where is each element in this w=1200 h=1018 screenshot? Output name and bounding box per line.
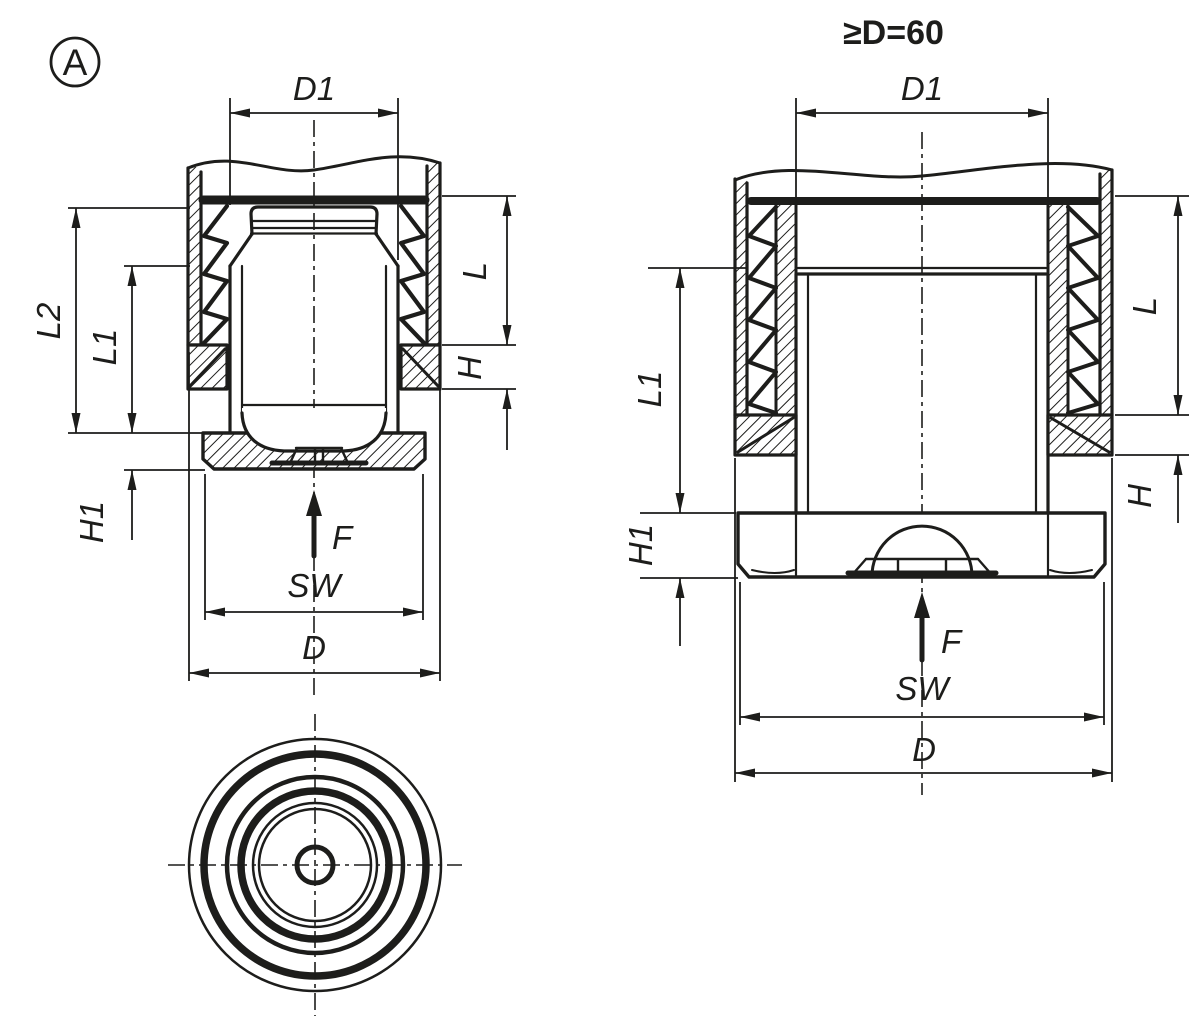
thread-section-marks	[289, 446, 349, 463]
dim-label-d1-right: D1	[901, 70, 943, 107]
fins-right	[398, 203, 427, 346]
dim-label-h1-right: H1	[622, 524, 659, 566]
dim-label-l-left: L	[456, 262, 493, 280]
bottom-view-centerlines	[168, 714, 462, 1016]
view-marker-circle	[49, 36, 101, 88]
dim-label-l-right: L	[1126, 297, 1163, 315]
collar-right	[399, 343, 442, 391]
dim-label-d1-left: D1	[293, 70, 335, 107]
tube-wall-outlines	[733, 168, 1114, 417]
tube-break-line	[733, 162, 1114, 182]
dim-label-l1-left: L1	[86, 329, 123, 366]
left-view-dimensions: D1 L2 L1 H1 L H F	[30, 70, 516, 681]
dim-label-sw-right: SW	[895, 670, 951, 707]
tube-wall-right-hatch	[427, 163, 440, 345]
collar-right	[1046, 413, 1114, 457]
foot-flat-curves	[751, 569, 1093, 574]
thread-bushing	[794, 266, 1050, 515]
dim-label-l2-left: L2	[30, 303, 67, 340]
right-view-dimensions: D1 L H L1 H1 F SW	[622, 70, 1189, 782]
view-marker-label: A	[63, 42, 88, 83]
dim-label-h-left: H	[451, 356, 488, 380]
fins-right	[1066, 205, 1100, 415]
tube-wall-left-hatch	[188, 167, 201, 345]
left-section-view: D1 L2 L1 H1 L H F	[30, 70, 516, 700]
shell-wall-right-hatch	[1048, 205, 1068, 415]
thread-bushing	[228, 205, 400, 435]
dim-label-f-right: F	[941, 623, 963, 660]
foot-dome	[870, 524, 974, 578]
thread-section-marks	[850, 557, 994, 577]
tube-wall-left-hatch	[735, 178, 747, 415]
bottom-view	[168, 714, 462, 1016]
dim-label-l1-right: L1	[631, 371, 668, 408]
view-marker: A	[49, 36, 101, 88]
collar-left	[186, 343, 229, 391]
dim-label-sw-left: SW	[287, 567, 343, 604]
foot	[736, 511, 1107, 579]
dim-label-h-right: H	[1121, 484, 1158, 508]
fins-left	[201, 203, 230, 346]
right-section-view: ≥D=60	[622, 14, 1189, 795]
fins-left	[747, 205, 778, 415]
dim-label-d-right: D	[912, 731, 936, 768]
variant-note: ≥D=60	[843, 14, 944, 52]
dim-label-d-left: D	[302, 629, 326, 666]
shell-wall-left-hatch	[776, 205, 796, 415]
foot	[201, 408, 427, 471]
dim-label-f-left: F	[332, 519, 354, 556]
collar-left	[733, 413, 798, 457]
tube-wall-right-hatch	[1100, 170, 1112, 415]
dim-label-h1-left: H1	[73, 501, 110, 543]
tube-break-line	[186, 155, 442, 173]
